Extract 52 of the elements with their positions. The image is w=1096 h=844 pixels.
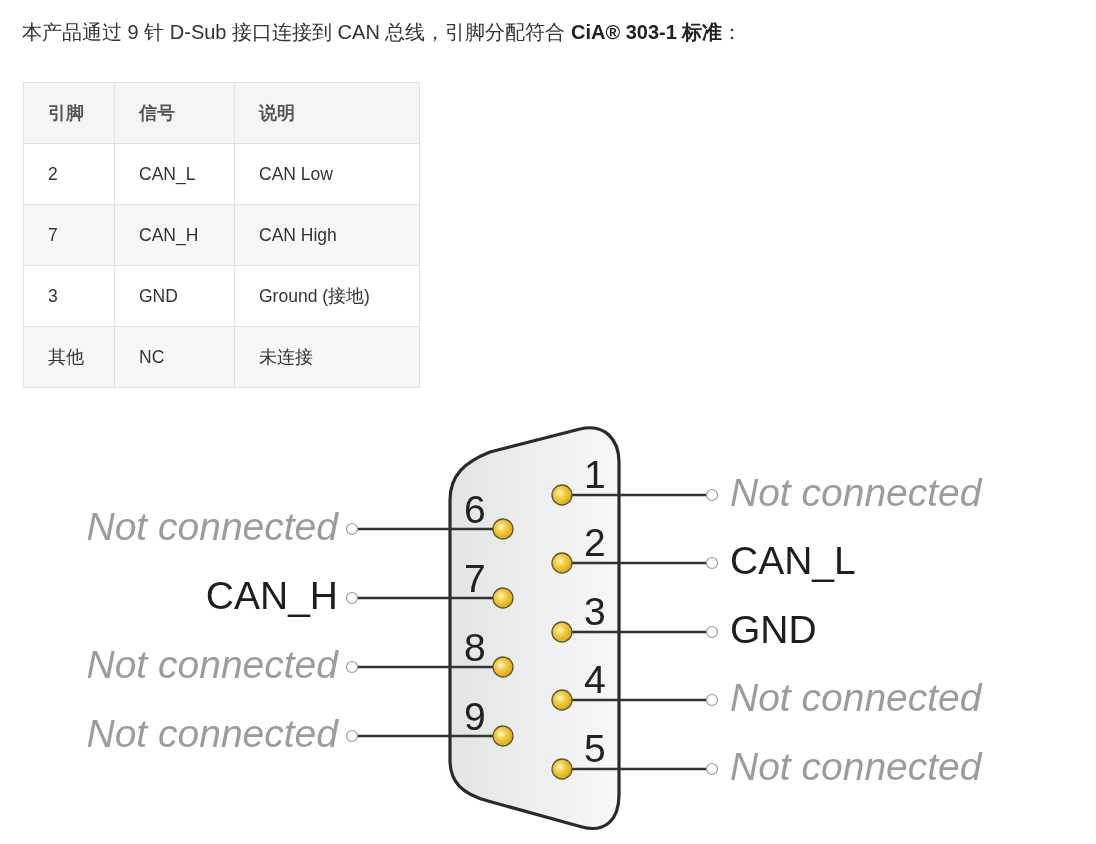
pin-number: 6 — [464, 490, 486, 529]
table-cell: 2 — [23, 143, 115, 205]
pin-icon — [492, 518, 514, 540]
table-cell: 其他 — [23, 326, 115, 388]
wire — [572, 625, 719, 639]
table-cell: GND — [114, 265, 235, 327]
table-cell: CAN Low — [234, 143, 420, 205]
pin-number: 5 — [584, 729, 606, 768]
wire — [345, 591, 493, 605]
wire — [572, 693, 719, 707]
pin-number: 9 — [464, 697, 486, 736]
signal-label: Not connected — [718, 744, 982, 790]
table-cell: CAN_H — [114, 204, 235, 266]
wire — [572, 556, 719, 570]
pin-icon — [551, 689, 573, 711]
wire — [345, 660, 493, 674]
pin-icon — [551, 552, 573, 574]
pin-number: 4 — [584, 660, 606, 699]
table-cell: 3 — [23, 265, 115, 327]
signal-label: Not connected — [718, 470, 982, 516]
pin-number: 2 — [584, 523, 606, 562]
signal-label: CAN_H — [205, 573, 346, 619]
signal-label: GND — [718, 607, 817, 653]
signal-label: Not connected — [86, 711, 346, 757]
wire — [572, 762, 719, 776]
pin-number: 7 — [464, 559, 486, 598]
signal-label: CAN_L — [718, 538, 856, 584]
signal-label: Not connected — [86, 504, 346, 550]
column-header: 信号 — [114, 82, 235, 144]
signal-label: Not connected — [718, 675, 982, 721]
pin-icon — [551, 484, 573, 506]
intro-text: 本产品通过 9 针 D-Sub 接口连接到 CAN 总线，引脚分配符合 CiA® 303-1 标准： — [22, 20, 743, 45]
table-cell: 未连接 — [234, 326, 420, 388]
pin-number: 8 — [464, 628, 486, 667]
pin-icon — [551, 621, 573, 643]
table-cell: CAN_L — [114, 143, 235, 205]
table-cell: Ground (接地) — [234, 265, 420, 327]
column-header: 引脚 — [23, 82, 115, 144]
column-header: 说明 — [234, 82, 420, 144]
pin-icon — [492, 656, 514, 678]
table-cell: 7 — [23, 204, 115, 266]
table-cell: CAN High — [234, 204, 420, 266]
table-cell: NC — [114, 326, 235, 388]
wire — [572, 488, 719, 502]
pin-icon — [492, 587, 514, 609]
wire — [345, 522, 493, 536]
pin-number: 3 — [584, 592, 606, 631]
pin-icon — [551, 758, 573, 780]
signal-label: Not connected — [86, 642, 346, 688]
wire — [345, 729, 493, 743]
pin-number: 1 — [584, 455, 606, 494]
pin-icon — [492, 725, 514, 747]
